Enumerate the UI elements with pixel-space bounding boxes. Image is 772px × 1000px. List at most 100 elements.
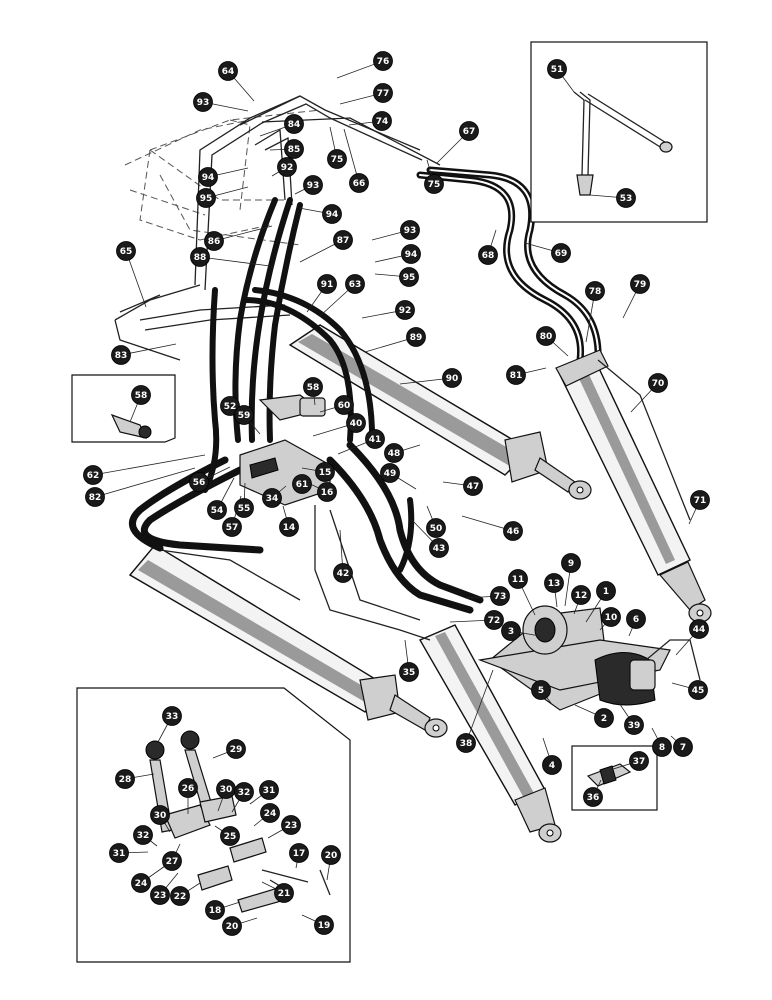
callout-number: 94 — [202, 173, 215, 183]
callout-bubble — [424, 174, 444, 194]
callout-number: 67 — [463, 127, 476, 137]
callout-bubble — [162, 706, 182, 726]
callout-c54: 54 — [207, 500, 227, 520]
callout-number: 70 — [652, 379, 665, 389]
callout-c34: 34 — [262, 488, 282, 508]
callout-number: 28 — [119, 775, 132, 785]
callout-c90: 90 — [442, 368, 462, 388]
callout-number: 86 — [208, 237, 221, 247]
callout-number: 35 — [403, 668, 416, 678]
callout-c77: 77 — [373, 83, 393, 103]
callout-c80: 80 — [536, 326, 556, 346]
leader-line-c88 — [199, 256, 271, 267]
callout-bubble — [571, 585, 591, 605]
callout-bubble — [170, 886, 190, 906]
callout-c72: 72 — [484, 610, 504, 630]
callout-number: 33 — [166, 712, 179, 722]
callout-c23: 23 — [281, 815, 301, 835]
callout-c24: 24 — [260, 803, 280, 823]
callout-number: 46 — [507, 527, 520, 537]
callout-number: 90 — [446, 374, 459, 384]
callout-bubble — [333, 230, 353, 250]
callout-c44: 44 — [689, 619, 709, 639]
callout-c55: 55 — [234, 498, 254, 518]
callout-c11: 11 — [508, 569, 528, 589]
callout-bubble — [384, 443, 404, 463]
callout-number: 34 — [266, 494, 279, 504]
callout-number: 25 — [224, 832, 237, 842]
callout-c39: 39 — [624, 715, 644, 735]
callout-c6: 6 — [626, 609, 646, 629]
callout-c32: 32 — [234, 782, 254, 802]
callout-number: 48 — [388, 449, 401, 459]
callout-c9: 9 — [561, 553, 581, 573]
callout-c53: 53 — [616, 188, 636, 208]
callout-number: 74 — [376, 117, 389, 127]
callout-c93b: 93 — [303, 175, 323, 195]
left-lower-cylinder — [128, 544, 448, 738]
callout-c95b: 95 — [399, 267, 419, 287]
callout-number: 57 — [226, 523, 239, 533]
callout-c60: 60 — [334, 395, 354, 415]
callout-number: 81 — [510, 371, 523, 381]
callout-number: 12 — [575, 591, 588, 601]
callout-c58: 58 — [131, 385, 151, 405]
callout-bubble — [303, 377, 323, 397]
callout-c93c: 93 — [400, 220, 420, 240]
callout-bubble — [234, 782, 254, 802]
callout-c10: 10 — [601, 607, 621, 627]
callout-number: 82 — [89, 493, 102, 503]
callout-c13: 13 — [544, 573, 564, 593]
callout-number: 65 — [120, 247, 133, 257]
callout-bubble — [490, 586, 510, 606]
callout-number: 23 — [154, 891, 167, 901]
callout-number: 68 — [482, 251, 495, 261]
callout-number: 73 — [494, 592, 507, 602]
loader-frame-outline — [124, 109, 321, 246]
callout-bubble — [688, 680, 708, 700]
callout-bubble — [262, 488, 282, 508]
callout-c49: 49 — [380, 463, 400, 483]
callout-number: 58 — [135, 391, 148, 401]
callout-number: 18 — [209, 906, 222, 916]
callout-c58b: 58 — [303, 377, 323, 397]
callout-bubble — [150, 805, 170, 825]
callout-bubble — [314, 915, 334, 935]
leader-line-c86 — [213, 225, 273, 242]
callout-bubble — [630, 274, 650, 294]
callout-c22: 22 — [170, 886, 190, 906]
callout-bubble — [501, 621, 521, 641]
callout-number: 92 — [399, 306, 412, 316]
callout-number: 75 — [331, 155, 344, 165]
callout-number: 58 — [307, 383, 320, 393]
callout-number: 47 — [467, 482, 480, 492]
callout-number: 93 — [307, 181, 320, 191]
callout-c75b: 75 — [424, 174, 444, 194]
callout-number: 72 — [488, 616, 501, 626]
callout-c35: 35 — [399, 662, 419, 682]
callout-number: 24 — [135, 879, 148, 889]
callout-number: 60 — [338, 401, 351, 411]
callout-bubble — [85, 487, 105, 507]
callout-bubble — [189, 472, 209, 492]
callout-c23b: 23 — [150, 885, 170, 905]
callout-bubble — [585, 281, 605, 301]
callout-c5: 5 — [531, 680, 551, 700]
callout-c46: 46 — [503, 521, 523, 541]
callout-number: 53 — [620, 194, 633, 204]
callout-c15: 15 — [315, 462, 335, 482]
callout-c67: 67 — [459, 121, 479, 141]
callout-c40: 40 — [346, 413, 366, 433]
callout-c75: 75 — [327, 149, 347, 169]
callout-bubble — [395, 300, 415, 320]
callout-bubble — [652, 737, 672, 757]
callout-c12: 12 — [571, 585, 591, 605]
inset-control-levers — [76, 687, 351, 963]
callout-bubble — [116, 241, 136, 261]
callout-number: 43 — [433, 544, 446, 554]
callout-number: 29 — [230, 745, 243, 755]
callout-number: 19 — [318, 921, 331, 931]
callout-bubble — [222, 517, 242, 537]
callout-number: 49 — [384, 469, 397, 479]
callout-bubble — [429, 538, 449, 558]
